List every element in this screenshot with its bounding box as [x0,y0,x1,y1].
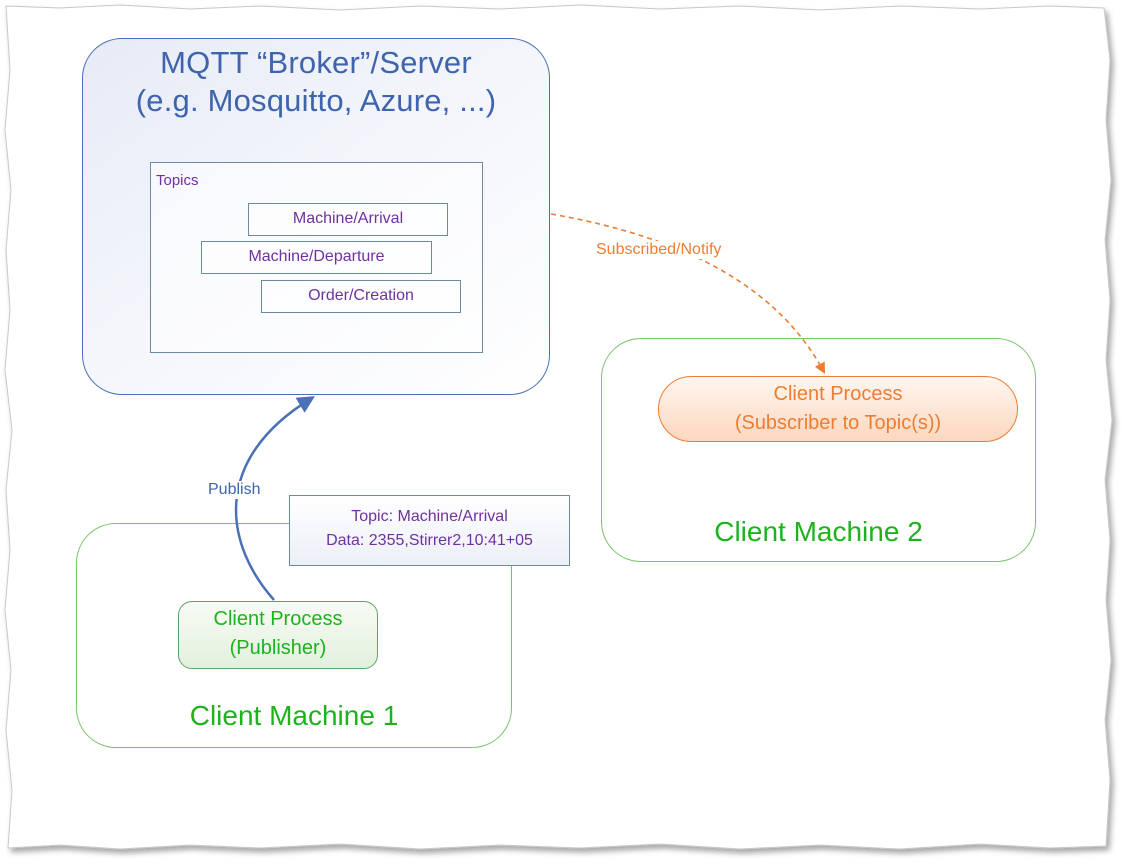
message-topic-line: Topic: Machine/Arrival [351,508,508,525]
subscriber-process-line-1: Client Process [773,383,903,405]
publisher-process-line-2: (Publisher) [229,637,327,659]
broker-title-line-2: (e.g. Mosquitto, Azure, ...) [135,83,497,118]
broker-title: MQTT “Broker”/Server (e.g. Mosquitto, Az… [82,44,550,120]
subscriber-process: Client Process (Subscriber to Topic(s)) [658,376,1018,442]
client-machine-2-label: Client Machine 2 [714,516,923,547]
client-machine-2-box [601,338,1036,562]
subscriber-process-line-2: (Subscriber to Topic(s)) [734,412,942,434]
message-box: Topic: Machine/Arrival Data: 2355,Stirre… [289,495,570,566]
client-machine-1-label: Client Machine 1 [189,700,399,731]
message-data-line: Data: 2355,Stirrer2,10:41+05 [326,532,533,549]
broker-title-line-1: MQTT “Broker”/Server [160,45,472,80]
notify-edge-label: Subscribed/Notify [594,241,724,259]
notify-arrow [550,213,826,374]
publisher-process: Client Process (Publisher) [178,601,378,669]
publish-arrow [234,396,315,601]
topic-order-creation: Order/Creation [261,280,461,313]
topic-machine-departure: Machine/Departure [201,241,432,274]
publisher-process-line-1: Client Process [213,608,343,630]
publish-edge-label: Publish [206,481,263,499]
topic-machine-arrival: Machine/Arrival [248,203,448,236]
topics-label: Topics [156,172,199,189]
